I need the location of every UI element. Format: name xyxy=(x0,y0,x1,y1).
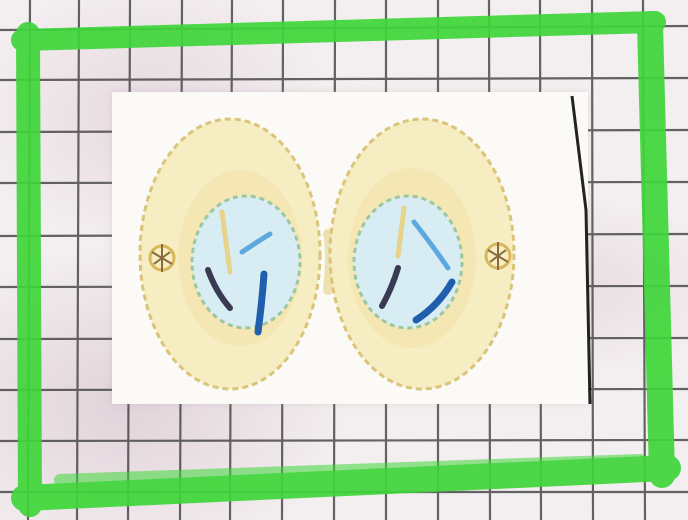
right-daughter-cell xyxy=(330,119,514,389)
left-daughter-cell xyxy=(140,119,320,389)
dividing-cell-illustration xyxy=(112,92,588,404)
